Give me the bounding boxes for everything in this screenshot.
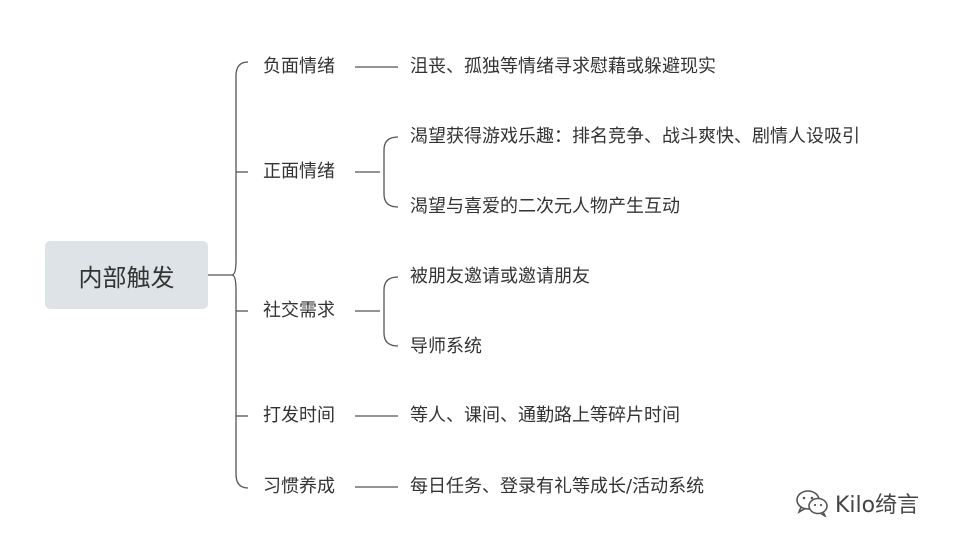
category-social-need: 社交需求 bbox=[263, 300, 335, 321]
leaf-node: 沮丧、孤独等情绪寻求慰藉或躲避现实 bbox=[410, 56, 716, 77]
category-negative-emotion: 负面情绪 bbox=[263, 56, 335, 77]
watermark: Kilo绮言 bbox=[795, 487, 919, 519]
watermark-text: Kilo绮言 bbox=[835, 493, 920, 518]
main-bracket bbox=[231, 61, 249, 489]
leaf-node: 渴望获得游戏乐趣：排名竞争、战斗爽快、剧情人设吸引 bbox=[410, 126, 860, 147]
sub-bracket-social bbox=[355, 276, 399, 347]
wechat-icon bbox=[795, 489, 829, 517]
leaf-node: 每日任务、登录有礼等成长/活动系统 bbox=[410, 476, 705, 497]
category-pass-time: 打发时间 bbox=[263, 405, 335, 426]
category-habit: 习惯养成 bbox=[263, 476, 335, 497]
category-positive-emotion: 正面情绪 bbox=[263, 161, 335, 182]
leaf-node: 被朋友邀请或邀请朋友 bbox=[410, 266, 590, 287]
root-node: 内部触发 bbox=[45, 241, 208, 309]
leaf-node: 渴望与喜爱的二次元人物产生互动 bbox=[410, 196, 680, 217]
sub-bracket-positive bbox=[355, 136, 399, 208]
leaf-node: 等人、课间、通勤路上等碎片时间 bbox=[410, 405, 680, 426]
leaf-node: 导师系统 bbox=[410, 336, 482, 357]
